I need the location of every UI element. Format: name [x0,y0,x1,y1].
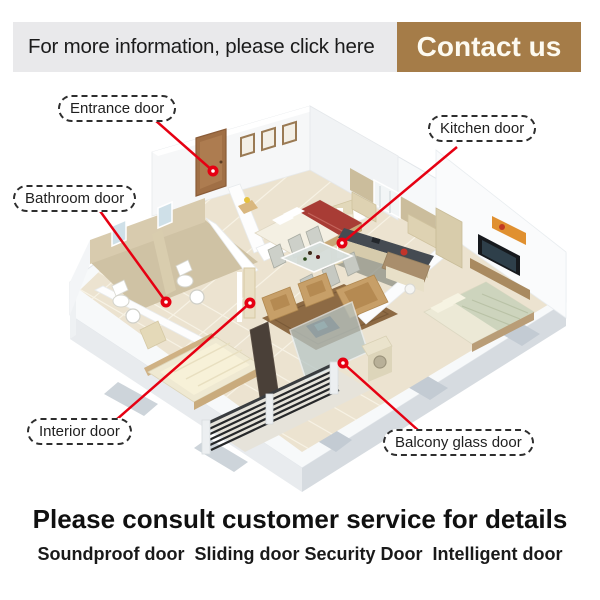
callout-balcony-glass-door: Balcony glass door [383,429,534,456]
banner-text: For more information, please click here [28,35,375,58]
bathroom-fixtures [111,259,205,350]
callout-bathroom-door: Bathroom door [13,185,137,212]
interior-door [237,267,256,322]
contact-us-button[interactable]: Contact us [397,22,581,72]
balcony [201,300,393,455]
footer-title: Please consult customer service for deta… [32,504,568,534]
callout-lines [98,119,458,432]
callout-entrance-door: Entrance door [58,95,177,122]
callout-dots [160,165,349,369]
callout-kitchen-door: Kitchen door [428,115,537,142]
right-bedroom [381,216,535,352]
footer-subtitle: Soundproof door Sliding door Security Do… [37,544,563,564]
entrance-door [195,128,227,197]
info-banner: For more information, please click here … [13,22,581,72]
outer-walls [70,105,567,319]
callout-interior-door: Interior door [27,418,132,445]
picture-frames [240,120,297,158]
